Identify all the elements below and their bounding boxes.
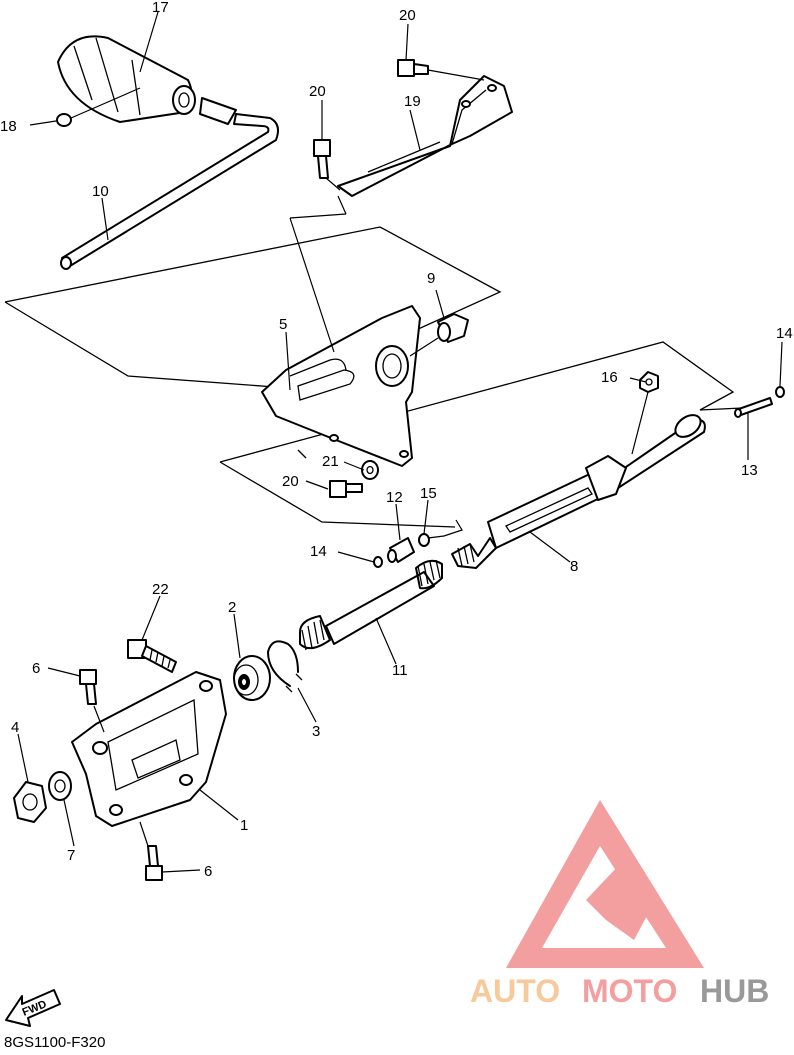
callout-6-lower: 6 bbox=[204, 863, 212, 880]
callout-16: 16 bbox=[601, 369, 618, 386]
callout-14-right: 14 bbox=[776, 325, 793, 342]
bolt-top bbox=[397, 59, 485, 81]
callout-3: 3 bbox=[312, 723, 320, 740]
callout-11: 11 bbox=[392, 662, 408, 679]
shaft bbox=[427, 407, 743, 569]
callout-19: 19 bbox=[404, 93, 421, 110]
callout-20-mid: 20 bbox=[309, 83, 326, 100]
grip-knob bbox=[57, 35, 196, 123]
watermark-hub: HUB bbox=[700, 973, 769, 1009]
watermark-moto: MOTO bbox=[582, 973, 677, 1009]
clip-lower bbox=[373, 556, 383, 568]
callout-6-upper: 6 bbox=[32, 660, 40, 677]
callout-8: 8 bbox=[570, 558, 578, 575]
washer-21 bbox=[361, 460, 379, 480]
pin bbox=[734, 397, 773, 418]
forward-direction-arrow: FWD bbox=[5, 989, 61, 1027]
callout-14-left: 14 bbox=[310, 543, 327, 560]
nut-16 bbox=[639, 371, 659, 393]
mounting-plate bbox=[71, 671, 227, 827]
callout-20-low: 20 bbox=[282, 473, 299, 490]
nut-4 bbox=[13, 781, 47, 823]
callout-9: 9 bbox=[427, 270, 435, 287]
watermark-auto: AUTO bbox=[470, 973, 560, 1009]
bolt-6-lower bbox=[139, 821, 163, 881]
bolt-lower bbox=[329, 480, 363, 498]
callout-17: 17 bbox=[152, 0, 169, 16]
callout-15: 15 bbox=[420, 485, 437, 502]
bracket bbox=[337, 75, 513, 197]
watermark-logo: AUTO MOTO HUB bbox=[470, 800, 769, 1009]
callout-13: 13 bbox=[741, 462, 758, 479]
collar bbox=[409, 289, 469, 357]
circlip bbox=[267, 640, 303, 693]
callout-18: 18 bbox=[0, 118, 17, 135]
sleeve bbox=[387, 537, 415, 563]
watermark-triangle bbox=[506, 800, 704, 968]
clip-upper bbox=[775, 386, 785, 398]
callout-21: 21 bbox=[322, 453, 339, 470]
callout-1: 1 bbox=[240, 817, 248, 834]
callout-7: 7 bbox=[67, 847, 75, 864]
leader-lines bbox=[17, 11, 783, 873]
callout-2: 2 bbox=[228, 599, 236, 616]
cover-plate bbox=[261, 195, 421, 467]
spring-rod bbox=[299, 559, 443, 651]
bolt-22 bbox=[127, 639, 177, 673]
callout-labels: 17 18 10 20 20 19 9 5 21 20 14 16 13 12 … bbox=[0, 0, 793, 880]
washer-15 bbox=[418, 533, 430, 547]
callout-20-top: 20 bbox=[399, 7, 416, 24]
bolt-upper-left bbox=[313, 139, 341, 191]
washer-7 bbox=[48, 771, 72, 801]
watermark-m-stroke bbox=[586, 864, 650, 940]
lever-rod bbox=[60, 97, 279, 270]
small-screw bbox=[29, 87, 141, 127]
assembly-outline-lower bbox=[219, 341, 735, 528]
callout-4: 4 bbox=[11, 719, 19, 736]
diagram-code: 8GS1100-F320 bbox=[4, 1034, 106, 1051]
callout-22: 22 bbox=[152, 581, 169, 598]
bolt-6-upper bbox=[79, 669, 105, 733]
bearing bbox=[233, 655, 271, 701]
callout-12: 12 bbox=[386, 489, 403, 506]
callout-10: 10 bbox=[92, 183, 109, 200]
callout-5: 5 bbox=[279, 316, 287, 333]
